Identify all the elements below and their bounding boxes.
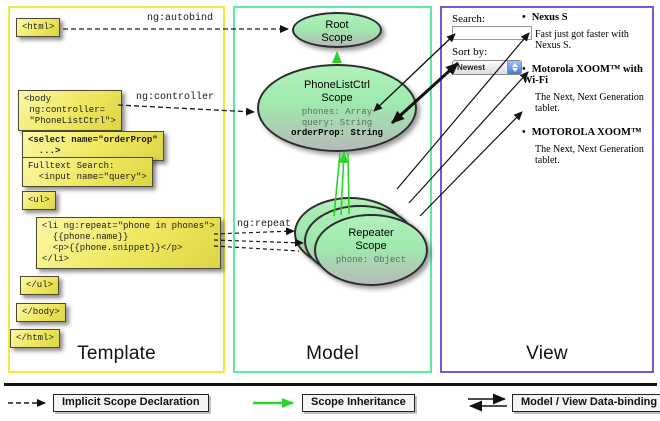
phone-title: Nexus S [522,12,650,23]
phone-snippet: The Next, Next Generation tablet. [535,92,644,114]
phone-list: Nexus S Fast just got faster with Nexus … [522,12,650,179]
legend-divider [4,383,657,386]
model-column-label: Model [306,343,359,364]
model-column-panel: Model [233,6,432,373]
select-stepper-icon [507,61,521,74]
repeater-scope-title: Repeater Scope [348,227,394,252]
code-box-body-open: <body ng:controller= "PhoneListCtrl"> [18,90,122,131]
phone-snippet: The Next, Next Generation tablet. [535,144,644,166]
code-box-html-open: <html> [16,18,61,37]
code-box-select: <select name="orderProp" ...> [22,131,164,161]
phonelistctrl-scope-title: PhoneListCtrl Scope [303,79,371,104]
phonelistctrl-scope-props: phones: Array query: String orderProp: S… [259,107,415,139]
code-box-ul-open: <ul> [22,191,56,210]
sortby-select[interactable]: Newest [452,60,522,75]
legend-data-binding: Model / View Data-binding [512,394,660,412]
ng-controller-label: ng:controller [136,92,215,103]
ng-repeat-label: ng:repeat [237,219,292,230]
code-box-ul-close: </ul> [20,276,60,295]
prop-query: query: String [301,117,373,128]
code-box-li-repeat: <li ng:repeat="phone in phones"> {{phone… [36,217,221,269]
sortby-selected-value: Newest [457,63,486,72]
legend-scope-inheritance: Scope Inheritance [302,394,415,412]
legend-double-arrow [468,393,507,412]
template-column-label: Template [77,343,156,364]
prop-phones: phones: Array [301,107,373,117]
sortby-label: Sort by: [452,46,488,58]
phone-title: MOTOROLA XOOM™ [522,127,650,138]
repeater-scope-ellipse: Repeater Scope phone: Object [314,214,428,286]
search-label: Search: [452,13,485,25]
repeater-scope-prop: phone: Object [335,255,407,265]
view-column-label: View [526,343,568,364]
list-item: Nexus S Fast just got faster with Nexus … [522,12,650,51]
prop-orderprop: orderProp: String [291,128,383,138]
legend-implicit-scope: Implicit Scope Declaration [53,394,209,412]
root-scope-title: Root Scope [321,19,353,44]
ng-autobind-label: ng:autobind [147,13,214,24]
phone-title: Motorola XOOM™ with Wi-Fi [522,64,650,86]
code-box-body-close: </body> [16,303,66,322]
phonelistctrl-scope-ellipse: PhoneListCtrl Scope phones: Array query:… [257,64,417,152]
phone-snippet: Fast just got faster with Nexus S. [535,29,629,51]
code-box-fulltext-search: Fulltext Search: <input name="query"> [22,157,153,187]
list-item: Motorola XOOM™ with Wi-Fi The Next, Next… [522,64,650,114]
search-input[interactable] [452,26,532,40]
list-item: MOTOROLA XOOM™ The Next, Next Generation… [522,127,650,166]
code-box-html-close: </html> [10,329,60,348]
root-scope-ellipse: Root Scope [292,12,382,48]
